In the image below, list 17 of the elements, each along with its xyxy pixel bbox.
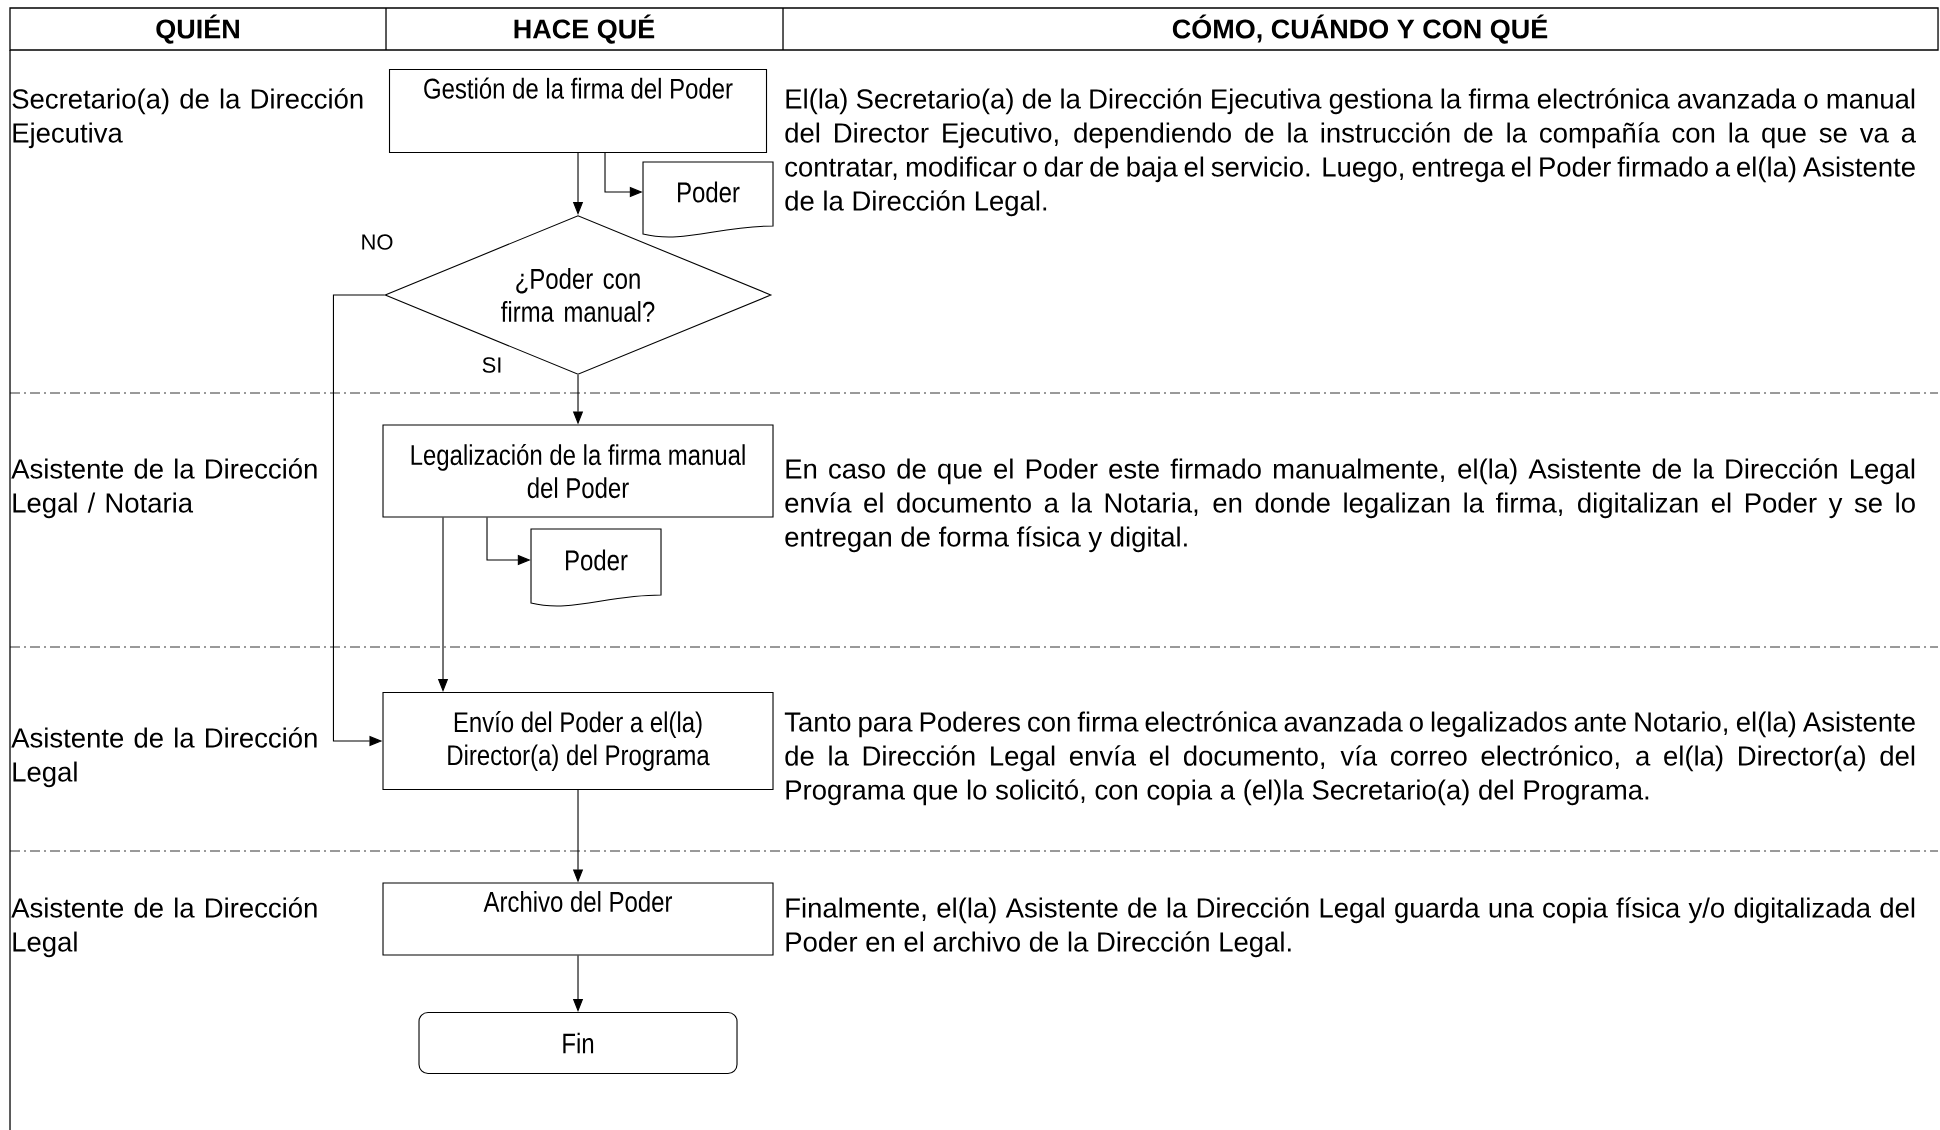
- process-box: Envío del Poder a el(la) Director(a) del Programa: [382, 691, 774, 791]
- lane-label: Asistente de la Dirección Legal: [11, 897, 317, 958]
- column-header: CÓMO, CUÁNDO Y CON QUÉ: [1172, 14, 1548, 44]
- lane-label: Asistente de la Dirección Legal / Notaria: [11, 458, 317, 519]
- terminal-box: Fin: [418, 1011, 738, 1075]
- lane-label: Asistente de la Dirección Legal: [11, 727, 317, 788]
- process-box: Archivo del Poder: [382, 882, 774, 956]
- edge-label: SI: [479, 355, 505, 375]
- description-text: En caso de que el Poder este firmado manualmente, el(la) Asistente de la Dirección Legal envía el documento a la Notaria, en donde legalizan la firma, digitalizan el Poder y se lo entregan de forma física y digital.: [785, 458, 1915, 553]
- lane-label: Secretario(a) de la Dirección Ejecutiva: [12, 88, 363, 149]
- process-box: Legalización de la firma manual del Poder: [382, 424, 774, 518]
- process-box: Gestión de la firma del Poder: [388, 68, 768, 154]
- description-text: Finalmente, el(la) Asistente de la Dirección Legal guarda una copia física y/o digitalizada del Poder en el archivo de la Dirección Legal.: [786, 897, 1915, 958]
- column-header: QUIÉN: [156, 14, 239, 44]
- description-text: El(la) Secretario(a) de la Dirección Ejecutiva gestiona la firma electrónica avanzada o manual del Director Ejecutivo, dependiendo de la instrucción de la compañía con la que se va a contratar, modificar o dar de baja el servicio. Luego, entrega el Poder firmado a el(la) Asistente de la Dirección Legal.: [785, 88, 1916, 217]
- description-text: Tanto para Poderes con firma electrónica avanzada o legalizados ante Notario, el(la) Asistente de la Dirección Legal envía el documento, vía correo electrónico, a el(la) Director(a) del Programa que lo solicitó, con copia a (el)la Secretario(a) del Programa.: [784, 711, 1915, 806]
- column-header: HACE QUÉ: [514, 14, 655, 44]
